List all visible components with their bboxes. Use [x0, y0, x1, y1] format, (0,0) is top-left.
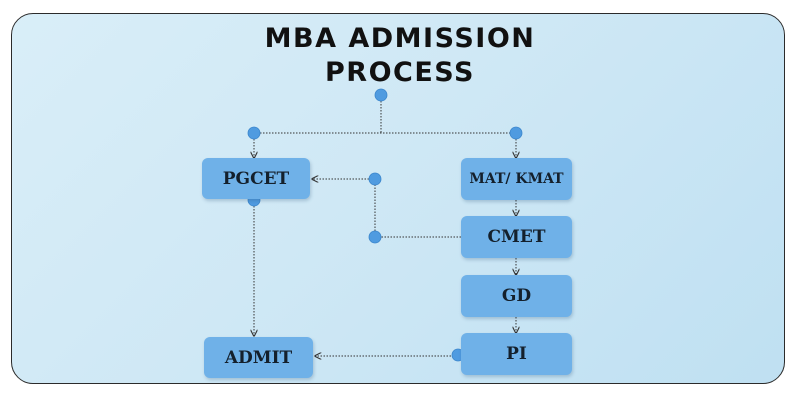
diagram-title-line2: PROCESS	[325, 57, 475, 88]
node-admit: ADMIT	[204, 337, 313, 378]
node-dot-loop-bottom	[368, 230, 382, 244]
node-dot-left-branch	[247, 126, 261, 140]
node-dot-loop-top	[368, 172, 382, 186]
node-pgcet: PGCET	[202, 158, 310, 199]
node-cmet: CMET	[461, 216, 572, 258]
node-gd: GD	[461, 275, 572, 317]
node-mat-kmat: MAT/ KMAT	[461, 158, 572, 200]
node-pi: PI	[461, 333, 572, 375]
diagram-frame	[11, 13, 785, 384]
diagram-title-line1: MBA ADMISSION	[264, 23, 536, 54]
node-dot-right-branch	[509, 126, 523, 140]
node-dot-top	[374, 88, 388, 102]
